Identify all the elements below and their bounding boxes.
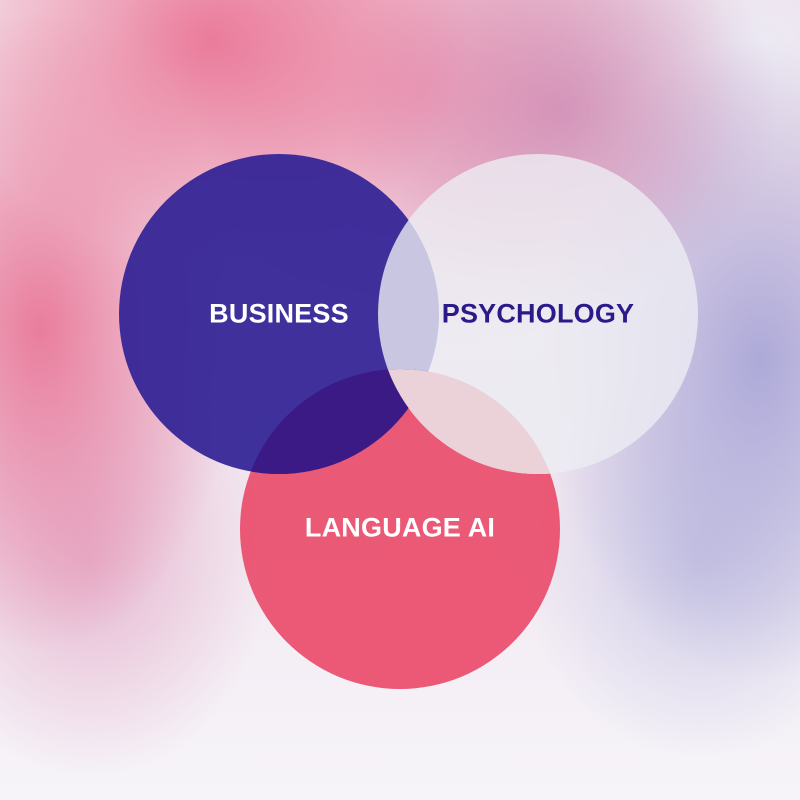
- label-business: BUSINESS: [209, 298, 349, 329]
- label-psychology: PSYCHOLOGY: [441, 298, 635, 329]
- overlap-psychology-language: [378, 369, 560, 474]
- overlap-business-language: [240, 369, 439, 474]
- label-language-ai: LANGUAGE AI: [304, 512, 496, 543]
